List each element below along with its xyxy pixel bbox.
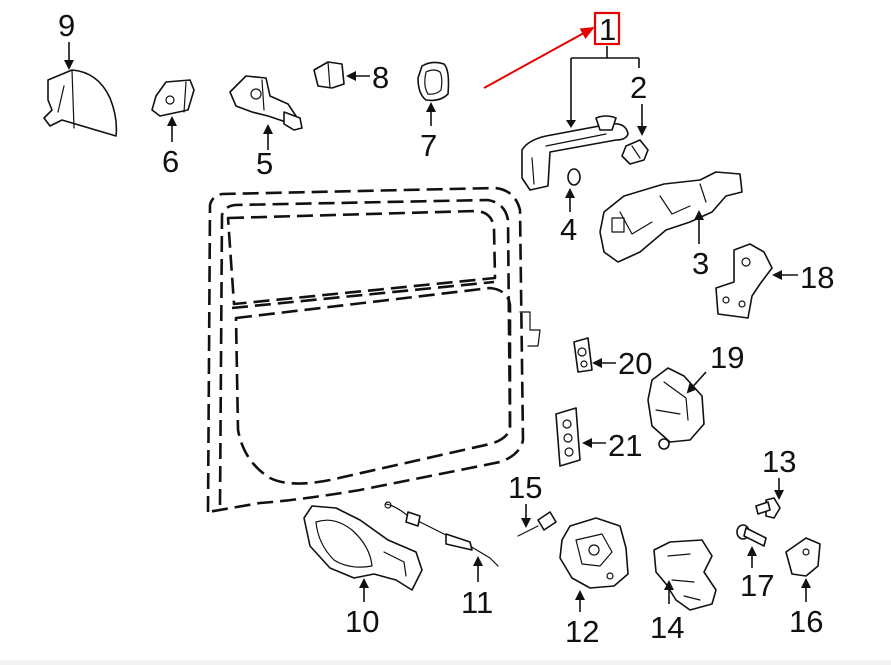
callout-6: 6 bbox=[162, 144, 179, 179]
part-14-latch-bracket bbox=[653, 539, 717, 611]
part-19-striker bbox=[647, 367, 705, 450]
part-6-bracket bbox=[151, 79, 195, 117]
part-8-cap bbox=[313, 61, 345, 89]
callout-5: 5 bbox=[256, 146, 273, 181]
part-2-clip bbox=[621, 139, 649, 165]
footer-strip bbox=[0, 660, 891, 665]
part-9-trim-cover bbox=[43, 69, 118, 137]
highlight-arrow bbox=[483, 27, 595, 89]
callout-18: 18 bbox=[800, 260, 834, 295]
part-5-lock-cylinder bbox=[229, 75, 303, 131]
callout-7: 7 bbox=[420, 128, 437, 163]
callout-20: 20 bbox=[618, 346, 652, 381]
door-shell-outline bbox=[206, 186, 541, 514]
part-10-inside-handle bbox=[303, 505, 423, 591]
part-3-handle-bracket bbox=[599, 171, 743, 263]
callout-8: 8 bbox=[372, 60, 389, 95]
callout-4: 4 bbox=[560, 212, 577, 247]
part-15-connector bbox=[517, 511, 557, 537]
part-12-door-latch bbox=[559, 517, 629, 589]
part-21-plate bbox=[555, 407, 581, 467]
part-20-plate bbox=[573, 337, 593, 373]
callout-16: 16 bbox=[789, 604, 823, 639]
callout-1: 1 bbox=[599, 12, 616, 47]
part-13-bolt bbox=[755, 497, 781, 519]
part-16-bumper bbox=[785, 537, 821, 577]
callout-11: 11 bbox=[461, 585, 493, 620]
callout-9: 9 bbox=[58, 8, 75, 43]
callout-21: 21 bbox=[608, 428, 642, 463]
callout-12: 12 bbox=[565, 614, 599, 649]
part-4-o-ring bbox=[567, 168, 581, 186]
part-18-hinge bbox=[715, 243, 773, 319]
part-7-gasket bbox=[417, 61, 450, 102]
part-1-outside-handle bbox=[521, 115, 629, 191]
callout-2: 2 bbox=[630, 70, 647, 105]
callout-15: 15 bbox=[508, 470, 542, 505]
callout-14: 14 bbox=[650, 610, 684, 645]
callout-17: 17 bbox=[740, 568, 774, 603]
callout-19: 19 bbox=[710, 340, 744, 375]
callout-1-highlight-box bbox=[593, 11, 621, 46]
callout-3: 3 bbox=[692, 246, 709, 281]
callout-10: 10 bbox=[345, 604, 379, 639]
part-17-screw bbox=[736, 524, 767, 547]
callout-13: 13 bbox=[762, 444, 796, 479]
part-11-cable bbox=[384, 501, 499, 567]
